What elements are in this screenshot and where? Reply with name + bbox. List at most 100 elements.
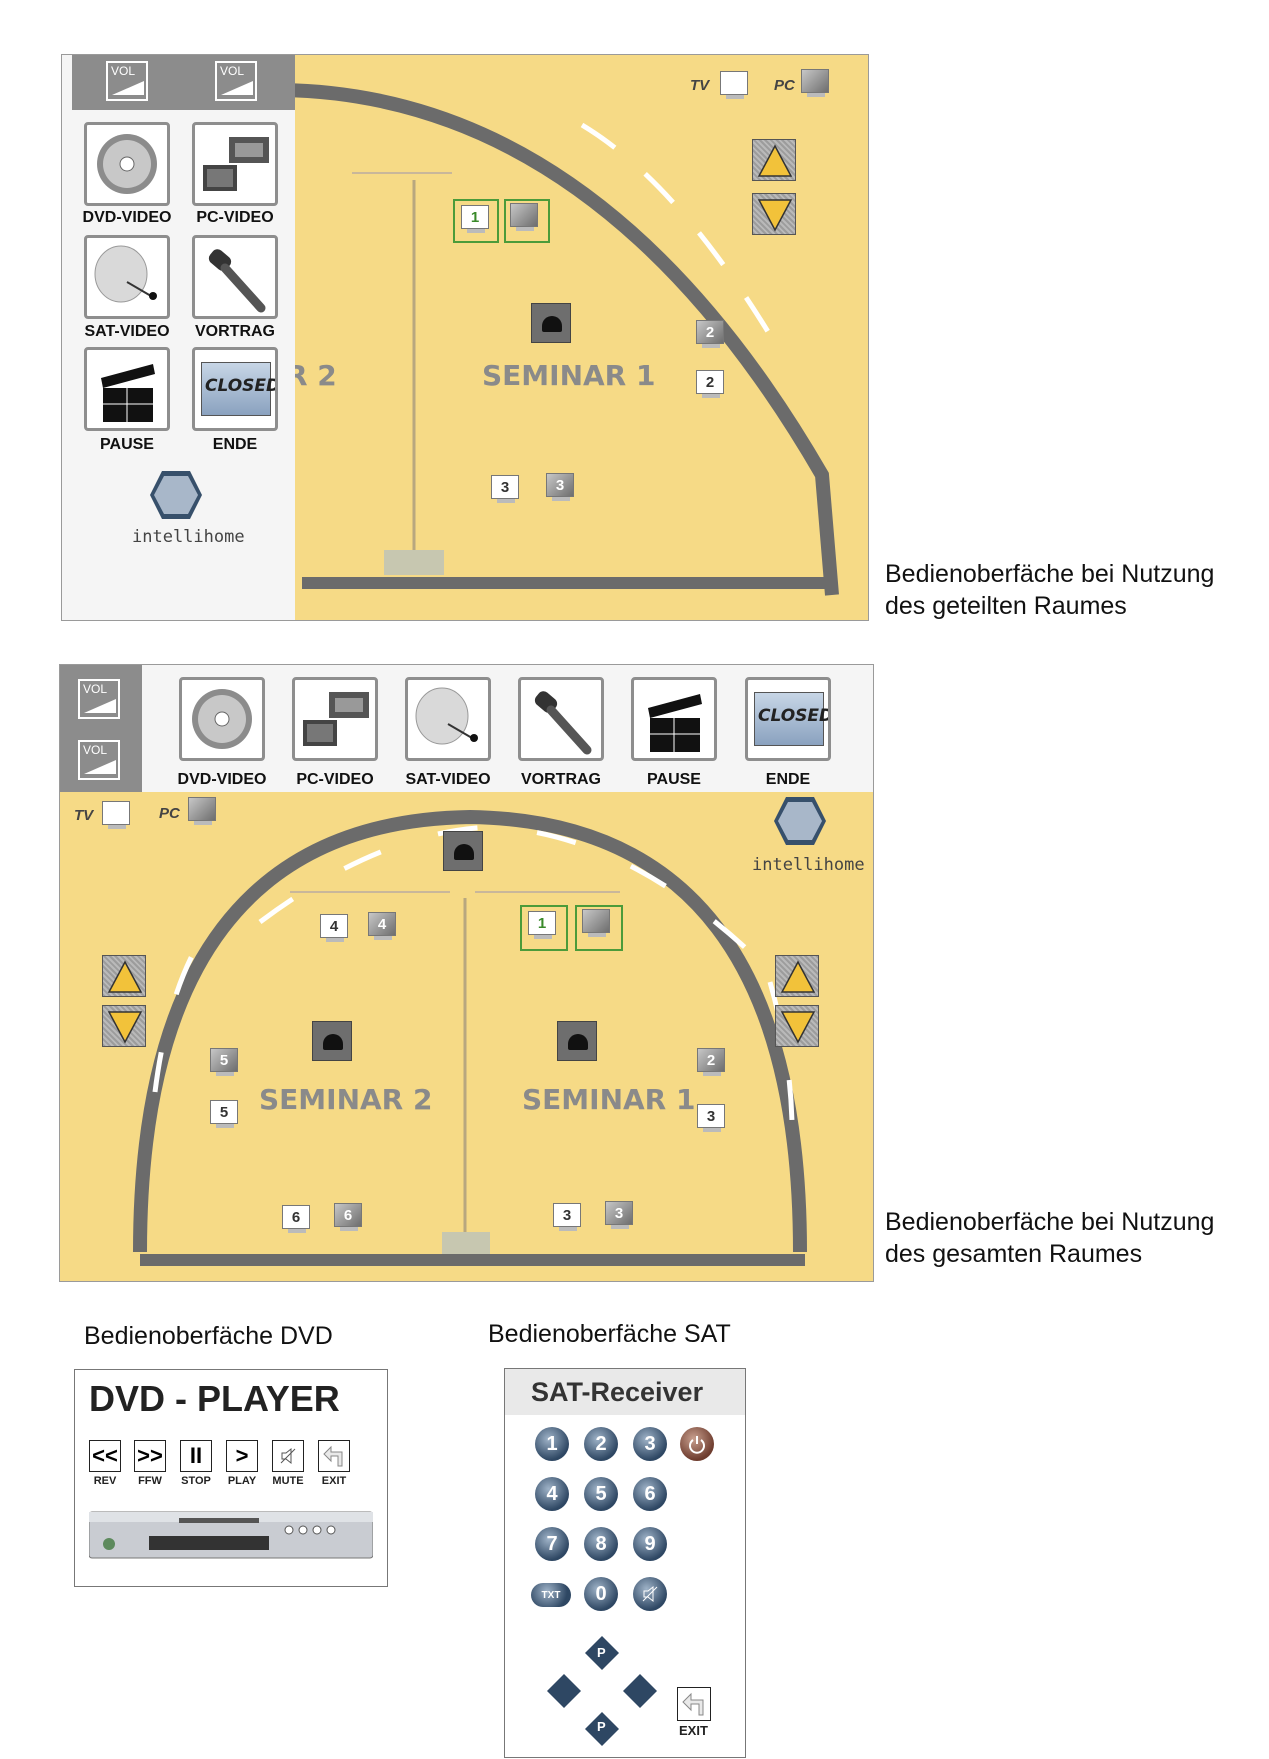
num-5-button[interactable]: 5 bbox=[584, 1477, 618, 1511]
left-up-arrow-button[interactable] bbox=[102, 955, 146, 997]
num-6-button[interactable]: 6 bbox=[633, 1477, 667, 1511]
sat-video-button[interactable] bbox=[84, 235, 170, 319]
volume-up-icon[interactable] bbox=[621, 1672, 659, 1710]
dvd-title: DVD - PLAYER bbox=[89, 1378, 340, 1419]
microphone-icon bbox=[534, 691, 592, 755]
satellite-dish-icon bbox=[94, 245, 157, 303]
num-9-button[interactable]: 9 bbox=[633, 1527, 667, 1561]
right-up-arrow-button[interactable] bbox=[775, 955, 819, 997]
play-label: PLAY bbox=[227, 1475, 257, 1487]
stop-button[interactable]: II bbox=[180, 1440, 212, 1472]
monitor-5-icon[interactable]: 5 bbox=[206, 1098, 244, 1130]
mute-button[interactable] bbox=[272, 1440, 304, 1472]
num-4-button[interactable]: 4 bbox=[535, 1477, 569, 1511]
monitor-4-icon[interactable]: 4 bbox=[316, 912, 354, 944]
divided-room-panel: TV PC 1 R 2 SEMINAR 1 2 2 3 3 VOL VOL DV… bbox=[61, 54, 869, 621]
mute-label: MUTE bbox=[272, 1475, 304, 1487]
channel-down-icon[interactable] bbox=[583, 1710, 621, 1748]
mute-button[interactable] bbox=[633, 1577, 667, 1611]
pause-button[interactable] bbox=[631, 677, 717, 761]
rev-button[interactable]: << bbox=[89, 1440, 121, 1472]
tv-monitor-icon[interactable] bbox=[98, 799, 136, 831]
exit-label: EXIT bbox=[321, 1475, 347, 1487]
dvd-video-button[interactable] bbox=[84, 122, 170, 206]
vol-down-button[interactable]: VOL bbox=[106, 61, 148, 101]
ffw-button[interactable]: >> bbox=[134, 1440, 166, 1472]
pc-monitor-icon[interactable] bbox=[184, 795, 222, 827]
monitor-2-pc-icon[interactable]: 2 bbox=[692, 318, 730, 350]
num-2-button[interactable]: 2 bbox=[584, 1427, 618, 1461]
txt-button[interactable]: TXT bbox=[531, 1583, 571, 1607]
volume-down-icon[interactable] bbox=[545, 1672, 583, 1710]
dvd-caption: Bedienoberfäche DVD bbox=[84, 1322, 333, 1350]
clapperboard-icon bbox=[648, 694, 702, 752]
lamp-icon[interactable] bbox=[531, 303, 571, 343]
monitor-3-pc-icon[interactable]: 3 bbox=[601, 1199, 639, 1231]
monitor-3-icon[interactable]: 3 bbox=[487, 473, 525, 505]
tv-monitor-icon[interactable] bbox=[716, 69, 754, 101]
ende-button[interactable]: CLOSED bbox=[745, 677, 831, 761]
num-8-button[interactable]: 8 bbox=[584, 1527, 618, 1561]
monitor-3-icon[interactable]: 3 bbox=[549, 1201, 587, 1233]
closed-sign-text: CLOSED bbox=[205, 376, 278, 396]
pause-button[interactable] bbox=[84, 347, 170, 431]
up-arrow-button[interactable] bbox=[752, 139, 796, 181]
exit-arrow-icon bbox=[682, 1692, 704, 1716]
vol-up-button[interactable]: VOL bbox=[215, 61, 257, 101]
monitor-4-pc-icon[interactable]: 4 bbox=[364, 910, 402, 942]
closed-sign-icon bbox=[754, 692, 824, 746]
vortrag-label: VORTRAG bbox=[521, 771, 601, 788]
lamp-top-icon[interactable] bbox=[443, 831, 483, 871]
monitor-2-icon[interactable]: 2 bbox=[692, 368, 730, 400]
channel-down-label: P bbox=[597, 1719, 606, 1734]
monitor-3-pc-icon[interactable]: 3 bbox=[542, 471, 580, 503]
monitor-1-icon[interactable]: 1 bbox=[457, 203, 495, 235]
monitor-2-pc-icon[interactable]: 2 bbox=[693, 1046, 731, 1078]
closed-sign-text: CLOSED bbox=[758, 706, 831, 726]
power-button[interactable] bbox=[680, 1427, 714, 1461]
selected-monitor-box bbox=[453, 199, 499, 243]
vol-up-button[interactable]: VOL bbox=[78, 679, 120, 719]
play-button[interactable]: > bbox=[226, 1440, 258, 1472]
monitor-1-icon[interactable]: 1 bbox=[524, 909, 562, 941]
lamp-seminar-2-icon[interactable] bbox=[312, 1021, 352, 1061]
pc-video-button[interactable] bbox=[292, 677, 378, 761]
monitor-1-pc-icon[interactable] bbox=[506, 201, 544, 233]
sat-title-bar bbox=[505, 1369, 745, 1415]
exit-button[interactable] bbox=[318, 1440, 350, 1472]
vortrag-button[interactable] bbox=[192, 235, 278, 319]
num-3-button[interactable]: 3 bbox=[633, 1427, 667, 1461]
top-caption-line-1: Bedienoberfäche bei Nutzung bbox=[885, 560, 1215, 588]
full-caption-line-2: des gesamten Raumes bbox=[885, 1240, 1143, 1268]
vol-down-button[interactable]: VOL bbox=[78, 740, 120, 780]
vortrag-button[interactable] bbox=[518, 677, 604, 761]
channel-up-icon[interactable] bbox=[583, 1634, 621, 1672]
monitor-1-pc-icon[interactable] bbox=[578, 907, 616, 939]
exit-button[interactable] bbox=[677, 1687, 711, 1721]
down-arrow-button[interactable] bbox=[752, 193, 796, 235]
num-0-button[interactable]: 0 bbox=[584, 1577, 618, 1611]
pc-video-label: PC-VIDEO bbox=[196, 209, 274, 226]
microphone-icon bbox=[208, 249, 266, 313]
num-1-button[interactable]: 1 bbox=[535, 1427, 569, 1461]
dvd-video-button[interactable] bbox=[179, 677, 265, 761]
monitor-5-pc-icon[interactable]: 5 bbox=[206, 1046, 244, 1078]
monitor-6-icon[interactable]: 6 bbox=[278, 1203, 316, 1235]
sat-title: SAT-Receiver bbox=[531, 1377, 704, 1407]
mute-icon bbox=[642, 1585, 658, 1603]
left-down-arrow-button[interactable] bbox=[102, 1005, 146, 1047]
pc-video-button[interactable] bbox=[192, 122, 278, 206]
sat-panel: SAT-Receiver 1 2 3 4 5 6 7 8 9 TXT 0 P P… bbox=[504, 1368, 746, 1758]
dvd-video-label: DVD-VIDEO bbox=[82, 209, 172, 226]
monitor-6-pc-icon[interactable]: 6 bbox=[330, 1201, 368, 1233]
closed-sign-icon bbox=[201, 362, 271, 416]
ende-button[interactable]: CLOSED bbox=[192, 347, 278, 431]
lamp-seminar-1-icon[interactable] bbox=[557, 1021, 597, 1061]
pc-monitor-icon[interactable] bbox=[797, 67, 835, 99]
right-down-arrow-button[interactable] bbox=[775, 1005, 819, 1047]
monitor-3-right-icon[interactable]: 3 bbox=[693, 1102, 731, 1134]
full-room-panel: VOL VOL DVD-VIDEO PC-VIDEO SAT-VIDEO VOR… bbox=[59, 664, 874, 1282]
room-floorplan bbox=[133, 809, 807, 1266]
sat-video-button[interactable] bbox=[405, 677, 491, 761]
num-7-button[interactable]: 7 bbox=[535, 1527, 569, 1561]
